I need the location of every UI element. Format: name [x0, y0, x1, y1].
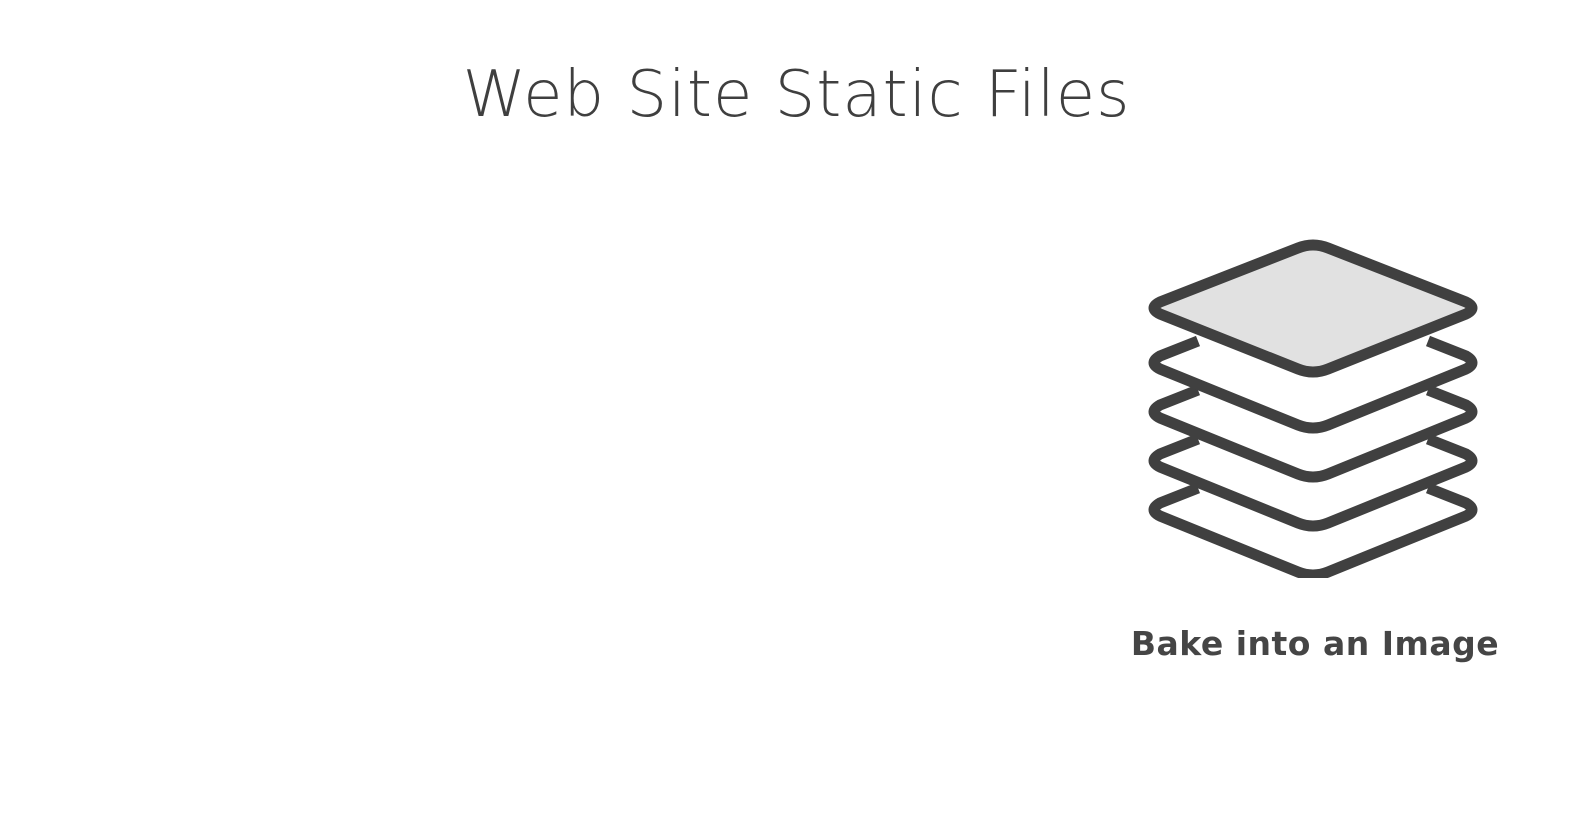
layers-icon — [1148, 239, 1478, 578]
layer-top — [1148, 239, 1478, 378]
bake-into-image-label: Bake into an Image — [1130, 624, 1500, 663]
layer-bottom — [1148, 482, 1478, 578]
layer-4 — [1148, 433, 1478, 532]
page-title: Web Site Static Files — [462, 58, 1131, 132]
layer-2 — [1148, 335, 1478, 434]
layer-3 — [1148, 384, 1478, 483]
